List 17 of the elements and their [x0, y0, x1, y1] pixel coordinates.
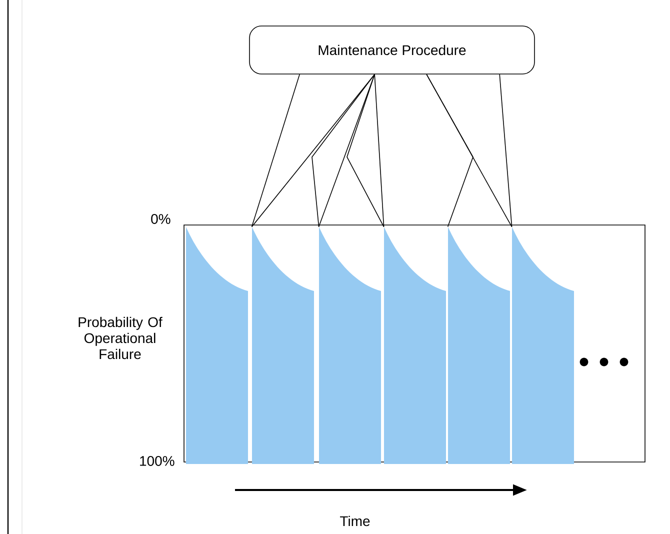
- leader-line: [346, 74, 384, 228]
- sawtooth-segment: [512, 227, 574, 464]
- axis-label: Probability Of Operational Failure: [78, 316, 162, 360]
- axis-label: Time: [340, 516, 370, 526]
- sawtooth-segment: [186, 227, 248, 464]
- sawtooth-segment: [448, 227, 510, 464]
- sawtooth-segment: [319, 227, 381, 464]
- sawtooth-segment: [384, 227, 446, 464]
- sawtooth-segment: [252, 227, 314, 464]
- leader-line: [426, 74, 474, 228]
- leader-line: [499, 74, 512, 228]
- leader-line: [251, 74, 300, 228]
- callout-box: Maintenance Procedure: [249, 26, 535, 74]
- axis-label: 100%: [140, 456, 174, 466]
- axis-label: 0%: [151, 214, 170, 224]
- leader-line: [251, 74, 375, 228]
- leader-line: [374, 74, 384, 228]
